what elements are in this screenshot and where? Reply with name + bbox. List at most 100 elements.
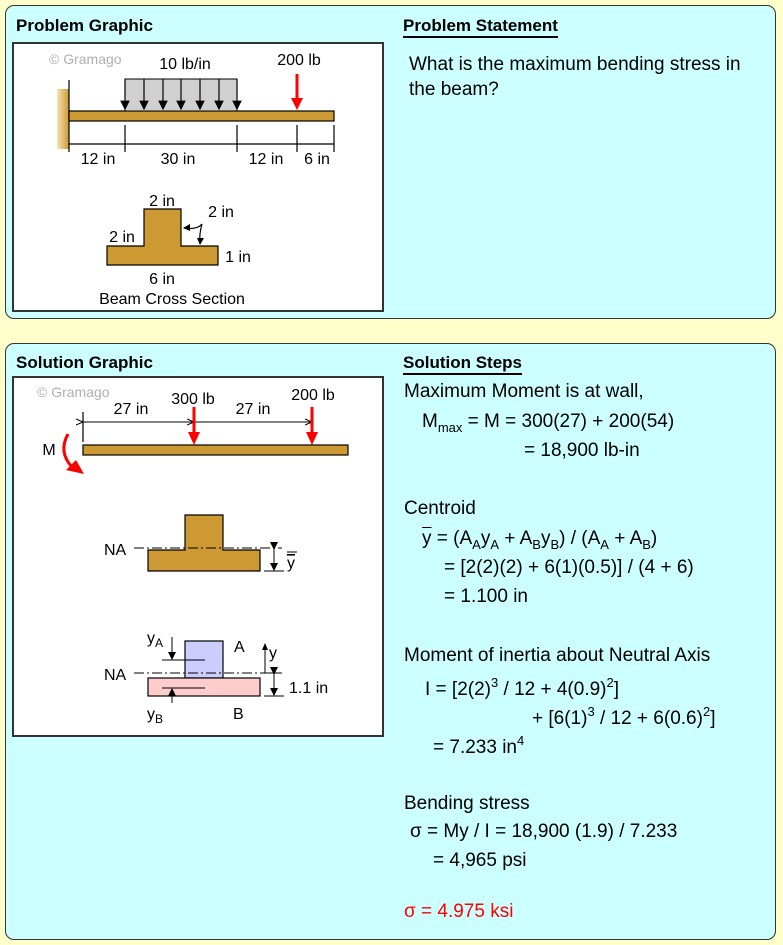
centroid-result: = 1.100 in bbox=[444, 586, 528, 608]
dim-label-1: 12 in bbox=[81, 151, 116, 168]
fbd-dim-2: 27 in bbox=[236, 401, 271, 418]
area-b-label: B bbox=[233, 706, 244, 723]
formula-segment: B bbox=[532, 537, 541, 552]
centroid-heading: Centroid bbox=[404, 498, 476, 520]
stress-equation: σ = My / I = 18,900 (1.9) / 7.233 bbox=[410, 821, 677, 843]
cs-flange-thickness: 1 in bbox=[225, 249, 251, 266]
formula-segment: M bbox=[422, 411, 438, 432]
problem-graphic-title: Problem Graphic bbox=[16, 16, 153, 35]
formula-segment: / 12 + 4(0.9) bbox=[498, 679, 607, 700]
moment-equation: Mmax = M = 300(27) + 200(54) bbox=[422, 411, 674, 435]
formula-segment: = 1.100 in bbox=[444, 586, 528, 607]
distributed-load-arrows bbox=[120, 79, 242, 111]
formula-segment: 3 bbox=[587, 704, 595, 719]
formula-segment: ] bbox=[613, 679, 620, 700]
formula-segment: = (A bbox=[431, 528, 473, 549]
formula-segment: B bbox=[550, 537, 560, 552]
formula-segment: 4 bbox=[517, 733, 525, 748]
formula-segment: = M = 300(27) + 200(54) bbox=[462, 411, 675, 432]
wall-support bbox=[57, 89, 69, 149]
na-label-1: NA bbox=[104, 542, 127, 559]
formula-segment: σ = My / I = 18,900 (1.9) / 7.233 bbox=[410, 821, 678, 842]
formula-segment: Bending stress bbox=[404, 793, 530, 814]
fbd-load-1-label: 300 lb bbox=[171, 391, 215, 408]
point-load-arrow bbox=[291, 74, 303, 110]
formula-segment: B bbox=[642, 537, 651, 552]
centroid-section bbox=[147, 514, 261, 572]
dim-label-4: 6 in bbox=[304, 151, 330, 168]
formula-segment: ] bbox=[710, 708, 716, 729]
dimension-lines bbox=[69, 125, 335, 152]
dim-label-3: 12 in bbox=[249, 151, 284, 168]
formula-segment: + A bbox=[608, 528, 643, 549]
ybar-label: y bbox=[287, 555, 295, 572]
centroid-substitution: = [2(2)(2) + 6(1)(0.5)] / (4 + 6) bbox=[444, 557, 694, 579]
fbd-load-1-arrow bbox=[188, 407, 200, 445]
formula-segment: / 12 + 6(0.6) bbox=[594, 708, 703, 729]
distributed-load-label: 10 lb/in bbox=[159, 56, 211, 73]
cs-overhang: 2 in bbox=[109, 229, 135, 246]
formula-segment: A bbox=[490, 537, 499, 552]
formula-segment: σ = 4.975 ksi bbox=[404, 901, 514, 922]
formula-segment: ) / (A bbox=[559, 528, 601, 549]
formula-segment: 3 bbox=[491, 675, 499, 690]
formula-segment: = [2(2)(2) + 6(1)(0.5)] / (4 + 6) bbox=[444, 557, 694, 578]
solution-steps-title: Solution Steps bbox=[403, 353, 522, 375]
point-load-label: 200 lb bbox=[277, 52, 321, 69]
y-axis-label: y bbox=[269, 645, 277, 662]
formula-segment: y bbox=[540, 528, 551, 549]
dim-label-2: 30 in bbox=[161, 151, 196, 168]
beam bbox=[68, 110, 335, 122]
inertia-heading: Moment of inertia about Neutral Axis bbox=[404, 645, 710, 667]
moment-arrow bbox=[62, 433, 84, 474]
ya-label: yA bbox=[147, 630, 163, 650]
centroid-equation: y = (AAyA + AByB) / (AA + AB) bbox=[422, 528, 657, 552]
fbd-beam bbox=[82, 444, 349, 456]
formula-segment: Moment of inertia about Neutral Axis bbox=[404, 645, 711, 666]
formula-segment: A bbox=[472, 537, 481, 552]
stress-heading: Bending stress bbox=[404, 793, 530, 815]
problem-statement: What is the maximum bending stress in th… bbox=[409, 54, 741, 100]
watermark: © Gramago bbox=[37, 384, 110, 400]
inertia-result: = 7.233 in4 bbox=[433, 733, 524, 759]
moment-result: = 18,900 lb-in bbox=[524, 440, 640, 462]
formula-segment: y bbox=[422, 528, 432, 549]
formula-segment: A bbox=[600, 537, 609, 552]
final-answer: σ = 4.975 ksi bbox=[404, 901, 513, 923]
formula-segment: y bbox=[480, 528, 491, 549]
formula-segment: ) bbox=[650, 528, 658, 549]
formula-segment: Centroid bbox=[404, 498, 476, 519]
cs-flange-width: 6 in bbox=[149, 271, 175, 288]
moment-label: M bbox=[42, 442, 55, 459]
fbd-load-2-label: 200 lb bbox=[291, 387, 335, 404]
moment-heading: Maximum Moment is at wall, bbox=[404, 381, 644, 403]
cross-section-shape bbox=[106, 208, 219, 266]
yb-label: yB bbox=[147, 706, 163, 726]
cs-web-height: 2 in bbox=[208, 204, 234, 221]
area-b bbox=[147, 677, 261, 697]
formula-segment: Maximum Moment is at wall, bbox=[404, 381, 644, 402]
area-a-label: A bbox=[234, 639, 245, 656]
cs-caption: Beam Cross Section bbox=[99, 291, 245, 308]
formula-segment: = 4,965 psi bbox=[433, 850, 527, 871]
formula-segment: I = [2(2) bbox=[425, 679, 491, 700]
na-label-2: NA bbox=[104, 667, 127, 684]
inertia-equation-1: I = [2(2)3 / 12 + 4(0.9)2] bbox=[425, 675, 619, 701]
solution-graphic-title: Solution Graphic bbox=[16, 353, 153, 372]
formula-segment: + [6(1) bbox=[532, 708, 588, 729]
formula-segment: = 18,900 lb-in bbox=[524, 440, 640, 461]
cs-web-width: 2 in bbox=[149, 193, 175, 210]
formula-segment: = 7.233 in bbox=[433, 737, 517, 758]
solution-graphic: © Gramago 27 in 300 lb 27 in 200 lb M NA… bbox=[12, 376, 384, 737]
formula-segment: max bbox=[437, 420, 463, 435]
formula-segment: 2 bbox=[606, 675, 614, 690]
watermark: © Gramago bbox=[49, 51, 122, 67]
formula-segment: 2 bbox=[702, 704, 711, 719]
formula-segment: + A bbox=[499, 528, 533, 549]
stress-result: = 4,965 psi bbox=[433, 850, 527, 872]
problem-statement-title: Problem Statement bbox=[403, 16, 558, 38]
fbd-dim-1: 27 in bbox=[114, 401, 149, 418]
inertia-equation-2: + [6(1)3 / 12 + 6(0.6)2] bbox=[532, 704, 715, 730]
fbd-load-2-arrow bbox=[306, 407, 318, 445]
problem-graphic: © Gramago 10 lb/in 200 lb 12 in 30 i bbox=[12, 42, 384, 312]
